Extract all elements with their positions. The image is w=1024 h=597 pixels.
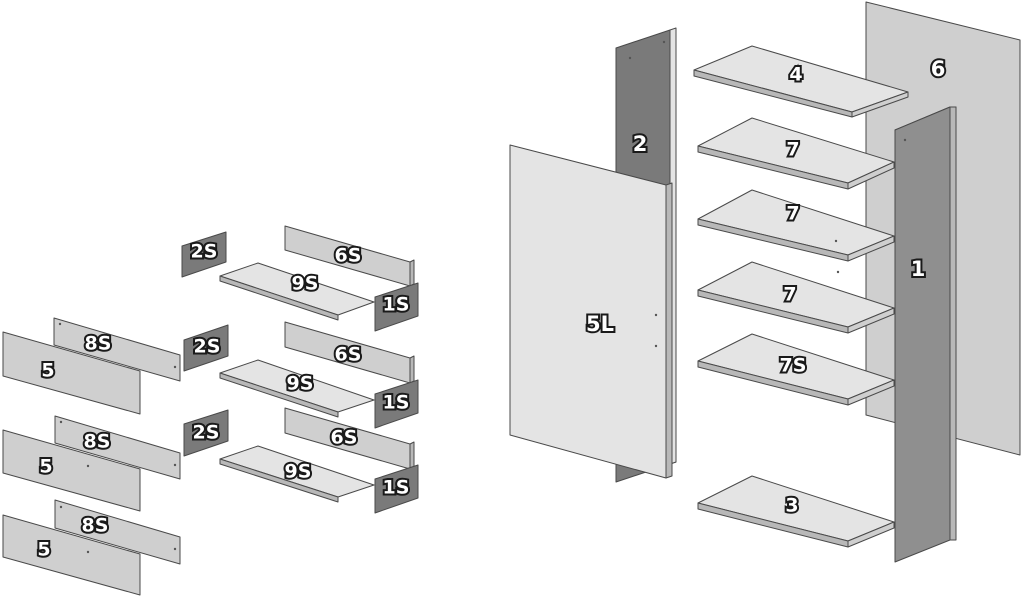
part-1-side-panel: 1 [894,106,957,563]
part-2s-panel-c: 2S [183,409,229,457]
part-7-label-c: 7 [783,284,796,306]
part-9s-label-c: 9S [285,461,312,483]
part-7-shelf-c: 7 [697,261,895,334]
part-9s-shelf-b: 9S [219,359,375,418]
part-7s-label: 7S [780,355,807,377]
part-8s-label-a: 8S [85,333,112,355]
part-6s-label-b: 6S [335,344,362,366]
part-1s-panel-a: 1S [374,282,419,332]
part-6s-panel-b: 6S [284,321,415,384]
part-7-shelf-b: 7 [697,189,895,262]
part-8s-panel-b: 8S [54,415,181,480]
part-1s-panel-b: 1S [374,379,419,429]
part-1s-label-a: 1S [383,294,410,316]
part-3-shelf: 3 [697,475,895,548]
part-4-shelf: 4 [693,45,909,118]
part-1-label: 1 [911,257,926,281]
part-4-label: 4 [789,64,802,86]
part-9s-label-a: 9S [292,273,319,295]
part-5-panel-a: 5 [2,331,141,415]
part-2s-panel-b: 2S [183,324,229,372]
part-6-label: 6 [931,57,946,81]
part-5-label-a: 5 [41,360,54,382]
part-5-label-c: 5 [37,539,50,561]
part-2s-label-b: 2S [194,336,221,358]
part-9s-label-b: 9S [287,373,314,395]
part-1s-label-b: 1S [383,392,410,414]
part-2s-panel-a: 2S [181,231,227,278]
part-5l-door-panel: 5L [509,144,673,479]
part-8s-panel-c: 8S [54,499,181,565]
part-5l-label: 5L [586,312,614,336]
part-6s-panel-c: 6S [284,407,415,470]
part-7s-shelf: 7S [697,333,895,406]
part-1s-panel-c: 1S [374,464,419,514]
part-2s-label-c: 2S [193,422,220,444]
part-8s-label-c: 8S [82,515,109,537]
part-8s-label-b: 8S [84,431,111,453]
part-2-label: 2 [633,132,648,156]
part-9s-shelf-a: 9S [219,262,375,321]
part-5-panel-c: 5 [2,514,141,596]
part-7-label-b: 7 [786,203,799,225]
part-2s-label-a: 2S [191,241,218,263]
part-9s-shelf-c: 9S [219,445,375,503]
part-8s-panel-a: 8S [53,317,181,382]
part-5-label-b: 5 [39,456,52,478]
part-7-shelf-a: 7 [697,117,895,190]
part-6s-panel-a: 6S [284,225,415,287]
part-7-label-a: 7 [786,139,799,161]
part-5-panel-b: 5 [2,429,141,512]
part-1s-label-c: 1S [383,477,410,499]
part-6s-label-c: 6S [331,427,358,449]
part-3-label: 3 [785,495,798,517]
part-6s-label-a: 6S [335,245,362,267]
